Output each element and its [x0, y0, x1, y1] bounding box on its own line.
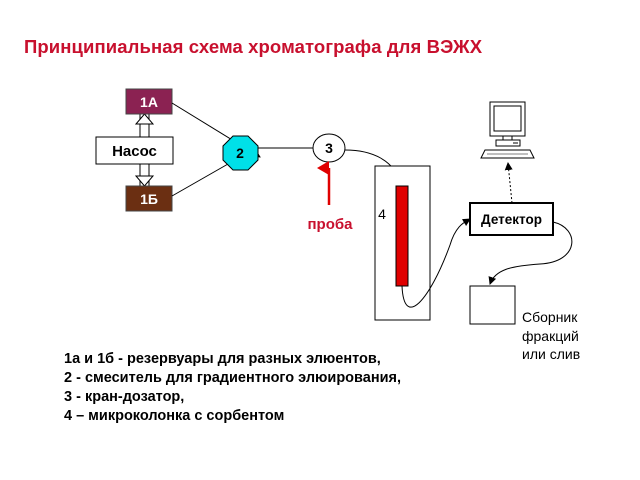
- reservoir-1b: 1Б: [125, 185, 173, 212]
- legend: 1а и 1б - резервуары для разных элюентов…: [64, 350, 401, 426]
- collector-label-line: фракций: [522, 327, 579, 344]
- reservoir-1a: 1А: [125, 88, 173, 115]
- computer-icon: [480, 101, 535, 159]
- sample-label: проба: [308, 216, 354, 233]
- collector-label-line: или слив: [522, 346, 581, 362]
- detector: Детектор: [469, 202, 554, 236]
- column: [395, 185, 409, 287]
- pump: Насос: [95, 136, 174, 165]
- injector: 3: [312, 133, 346, 163]
- injector-label: 3: [325, 140, 333, 156]
- mixer: 2: [222, 135, 259, 171]
- legend-item: 2 - смеситель для градиентного элюирован…: [64, 370, 401, 386]
- diagram-title: Принципиальная схема хроматографа для ВЭ…: [24, 36, 483, 57]
- legend-item: 3 - кран-дозатор,: [64, 389, 185, 405]
- fraction-collector: [469, 285, 516, 325]
- reservoir-1b-label: 1Б: [140, 191, 158, 207]
- flow-line-detector-collector: [488, 221, 573, 285]
- legend-item: 4 – микроколонка с сорбентом: [64, 408, 285, 424]
- pump-connector: [134, 113, 155, 187]
- collector-label-line: Сборник: [522, 309, 578, 325]
- flow-line-1b-mixer: [171, 163, 229, 197]
- column-number-label: 4: [378, 206, 386, 222]
- flow-line-column-detector: [401, 218, 471, 308]
- data-link-detector-computer: [504, 162, 513, 204]
- legend-item: 1а и 1б - резервуары для разных элюентов…: [64, 351, 381, 367]
- collector-label: Сборник фракций или слив: [522, 308, 580, 364]
- mixer-label: 2: [236, 145, 244, 161]
- detector-label: Детектор: [481, 212, 542, 227]
- pump-label: Насос: [112, 143, 157, 160]
- reservoir-1a-label: 1А: [140, 94, 158, 110]
